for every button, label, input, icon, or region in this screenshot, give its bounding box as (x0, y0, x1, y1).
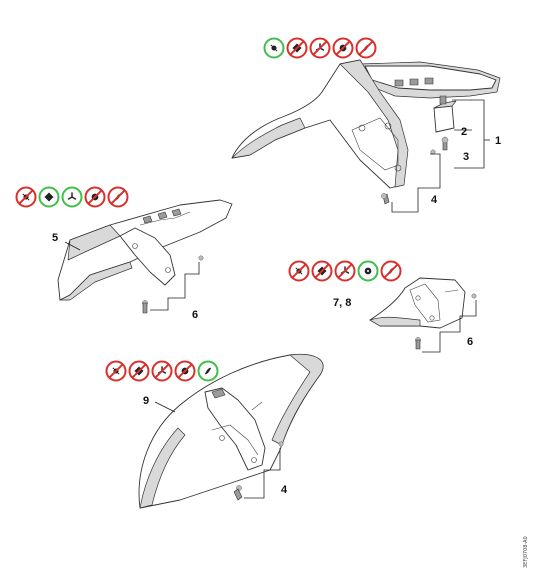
fender-assembly-left (57, 199, 233, 314)
callout-9: 9 (143, 395, 149, 407)
row-left (15, 186, 129, 208)
round-grommet-icon (357, 260, 379, 282)
bracket-assembly-mid (369, 277, 477, 353)
callout-4-bottom: 4 (281, 484, 288, 496)
square-nut-icon (128, 360, 150, 382)
callout-6-left: 6 (192, 309, 198, 321)
image-code: 3EFJ0708-A0 (523, 536, 529, 568)
blade-icon (380, 260, 402, 282)
bolt-center-icon (15, 186, 37, 208)
square-nut-icon (38, 186, 60, 208)
blade-icon (197, 360, 219, 382)
bolt-center-icon (263, 37, 285, 59)
bolt-center-icon (105, 360, 127, 382)
icon-rows (15, 37, 402, 382)
callout-2: 2 (461, 126, 467, 138)
three-spoke-icon (151, 360, 173, 382)
callout-4-top: 4 (431, 194, 438, 206)
row-mid-right (288, 260, 402, 282)
fender-assembly-top (231, 59, 501, 213)
callout-5: 5 (52, 232, 58, 244)
bolt-center-icon (288, 260, 310, 282)
fender-assembly-bottom (138, 353, 324, 509)
row-bottom (105, 360, 219, 382)
callout-7-8: 7, 8 (333, 297, 351, 309)
callout-1: 1 (495, 135, 501, 147)
three-spoke-icon (309, 37, 331, 59)
blade-icon (355, 37, 377, 59)
callout-3: 3 (463, 151, 469, 163)
round-grommet-icon (84, 186, 106, 208)
blade-icon (107, 186, 129, 208)
row-top-right (263, 37, 377, 59)
three-spoke-icon (61, 186, 83, 208)
square-nut-icon (311, 260, 333, 282)
callout-6-mid: 6 (467, 336, 473, 348)
round-grommet-icon (332, 37, 354, 59)
square-nut-icon (286, 37, 308, 59)
three-spoke-icon (334, 260, 356, 282)
round-grommet-icon (174, 360, 196, 382)
